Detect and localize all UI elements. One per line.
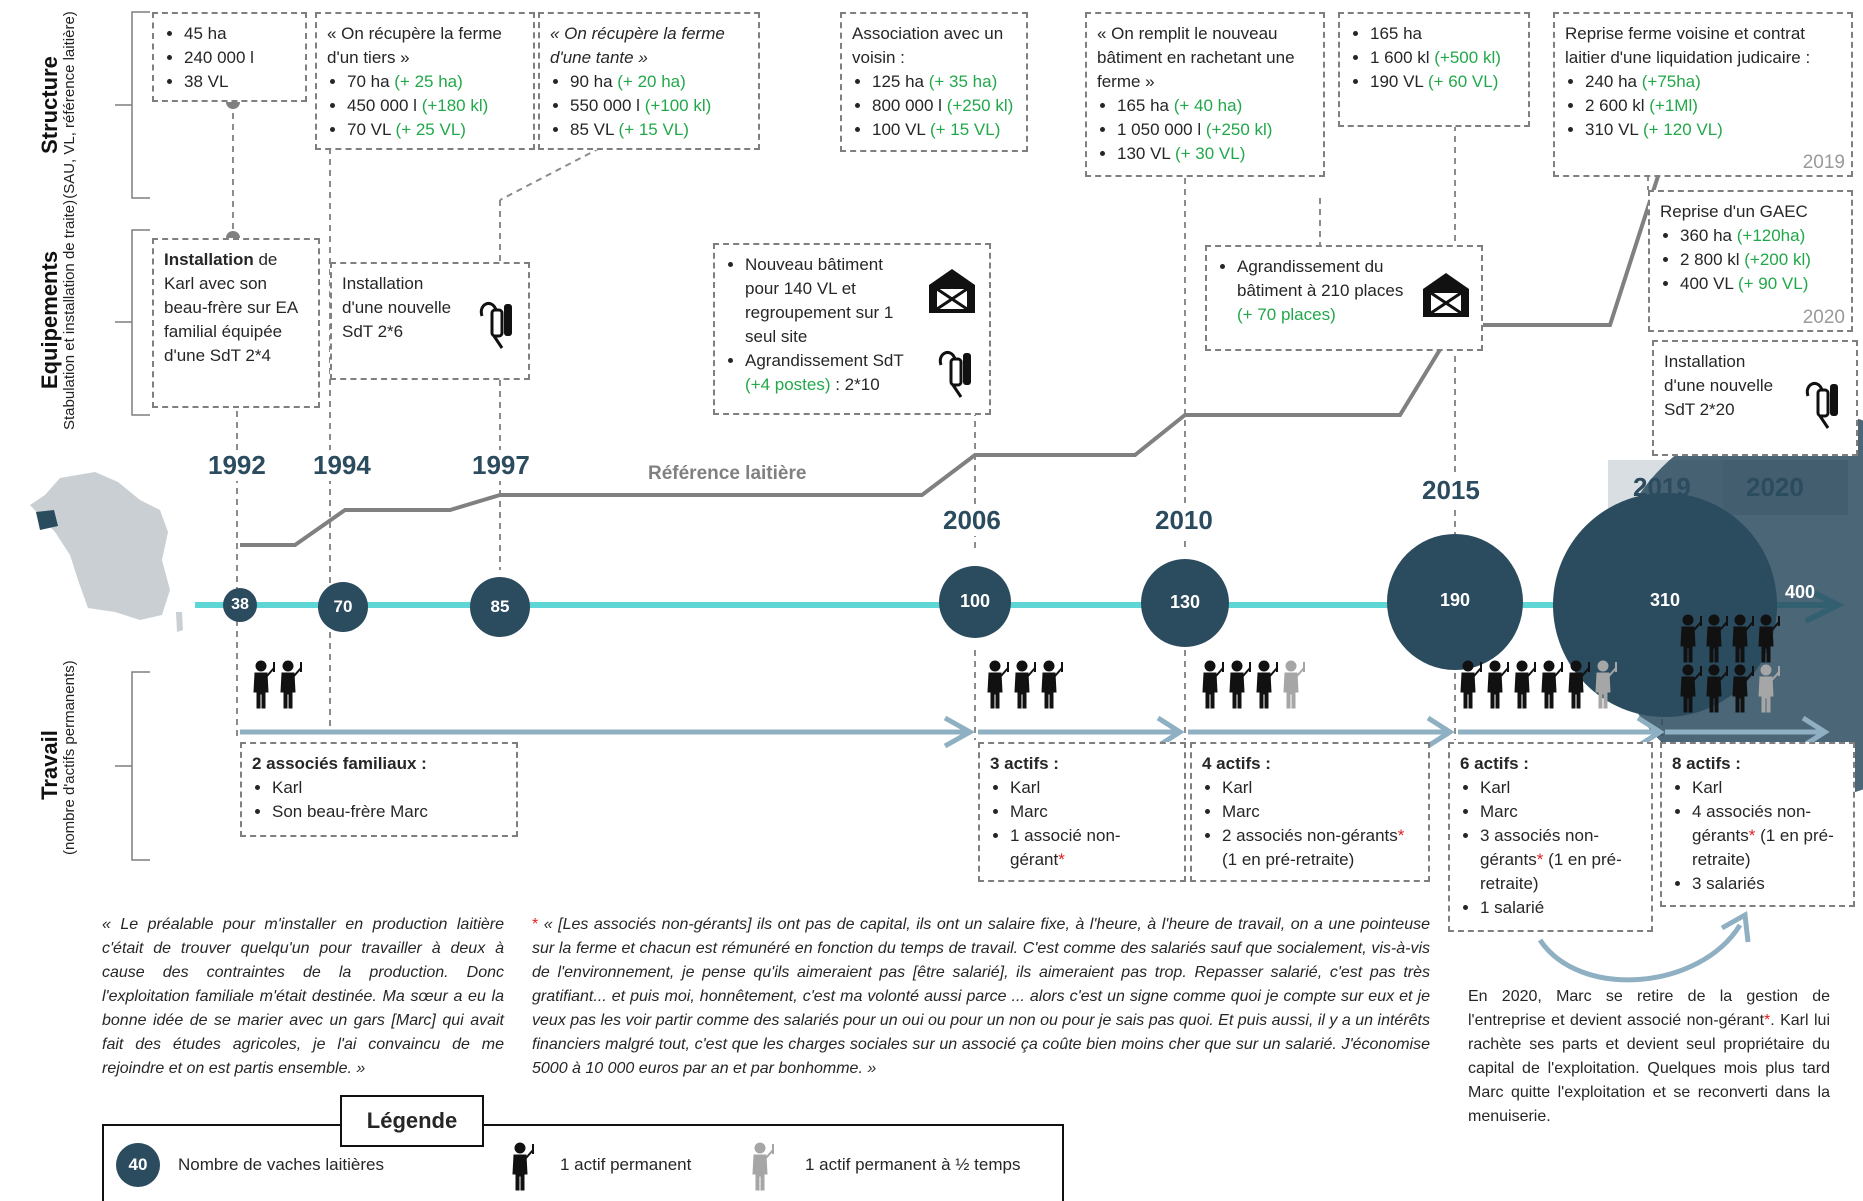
travail-box-1992: 2 associés familiaux : Karl Son beau-frè… xyxy=(240,742,518,837)
herd-circles xyxy=(223,410,1863,800)
year-1997: 1997 xyxy=(472,450,530,481)
herd-count-2020: 400 xyxy=(1784,582,1816,602)
legend-title: Légende xyxy=(340,1095,484,1147)
milking-machine-icon xyxy=(938,350,971,398)
equip-box-2015: Agrandissement du bâtiment à 210 places … xyxy=(1205,245,1483,351)
herd-count-1992: 38 xyxy=(231,596,249,613)
structure-box-1992: 45 ha 240 000 l 38 VL xyxy=(152,12,307,102)
year-2015: 2015 xyxy=(1422,475,1480,506)
structure-box-2019: Reprise ferme voisine et contrat laitier… xyxy=(1553,12,1853,177)
axis-travail: Travail (nombre d'actifs permanents) xyxy=(37,660,78,855)
herd-count-2019: 310 xyxy=(1649,590,1681,610)
legend-worker-full-label: 1 actif permanent xyxy=(560,1155,692,1174)
travail-arrow xyxy=(240,715,1830,749)
legend-circle-label: Nombre de vaches laitières xyxy=(178,1155,384,1174)
france-map-icon xyxy=(30,472,183,632)
reference-laitiere-label: Référence laitière xyxy=(648,463,807,484)
structure-box-2006: Association avec un voisin : 125 ha (+ 3… xyxy=(840,12,1028,152)
equip-box-1992: Installation de Karl avec son beau-frère… xyxy=(152,238,320,408)
year-1992: 1992 xyxy=(208,450,266,481)
barn-icon xyxy=(1423,273,1469,317)
herd-count-1994: 70 xyxy=(333,597,353,616)
year-2010: 2010 xyxy=(1155,505,1213,536)
travail-box-2015: 6 actifs : Karl Marc 3 associés non-géra… xyxy=(1448,742,1653,932)
herd-count-1997: 85 xyxy=(490,597,510,616)
note-2020: En 2020, Marc se retire de la gestion de… xyxy=(1468,988,1830,1125)
axis-structure: Structure (SAU, VL, référence laitière) xyxy=(37,11,78,199)
equip-box-2006: Nouveau bâtiment pour 140 VL et regroupe… xyxy=(713,243,991,415)
structure-box-1997: « On récupère la ferme d'une tante » 90 … xyxy=(538,12,760,150)
barn-icon xyxy=(929,269,975,313)
herd-count-2015: 190 xyxy=(1439,590,1471,610)
herd-count-2006: 100 xyxy=(959,591,991,611)
workers-2010 xyxy=(1202,660,1305,709)
milking-machine-icon xyxy=(1805,381,1838,429)
structure-box-2015: 165 ha 1 600 kl (+500 kl) 190 VL (+ 60 V… xyxy=(1338,12,1530,127)
year-1994: 1994 xyxy=(313,450,371,481)
legend-circle-value: 40 xyxy=(128,1155,148,1174)
workers-2006 xyxy=(987,660,1063,709)
travail-box-2020: 8 actifs : Karl 4 associés non-gérants* … xyxy=(1660,742,1855,907)
quote-left: « Le préalable pour m'installer en produ… xyxy=(102,916,504,1077)
reference-laitiere-line xyxy=(240,136,1721,547)
axis-equipements: Equipements Stabulation et installation … xyxy=(37,199,78,430)
travail-box-2006: 3 actifs : Karl Marc 1 associé non-géran… xyxy=(978,742,1186,882)
structure-box-2020: Reprise d'un GAEC 360 ha (+120ha) 2 800 … xyxy=(1648,190,1853,332)
equip-box-1994: Installation d'une nouvelle SdT 2*6 xyxy=(330,262,530,380)
workers-1992 xyxy=(253,660,302,709)
year-2006: 2006 xyxy=(943,505,1001,536)
equip-box-2020: Installation d'une nouvelle SdT 2*20 xyxy=(1652,340,1858,456)
milking-machine-icon xyxy=(479,301,512,349)
year-2019: 2019 xyxy=(1633,472,1691,502)
structure-box-1994: « On récupère la ferme d'un tiers » 70 h… xyxy=(315,12,535,150)
structure-box-2010: « On remplit le nouveau bâtiment en rach… xyxy=(1085,12,1325,177)
travail-box-2010: 4 actifs : Karl Marc 2 associés non-géra… xyxy=(1190,742,1430,882)
quote-middle: * « [Les associés non-gérants] ils ont p… xyxy=(532,916,1431,1077)
legend-worker-half-label: 1 actif permanent à ½ temps xyxy=(805,1155,1021,1174)
year-2020: 2020 xyxy=(1746,472,1804,502)
herd-count-2010: 130 xyxy=(1169,592,1201,612)
